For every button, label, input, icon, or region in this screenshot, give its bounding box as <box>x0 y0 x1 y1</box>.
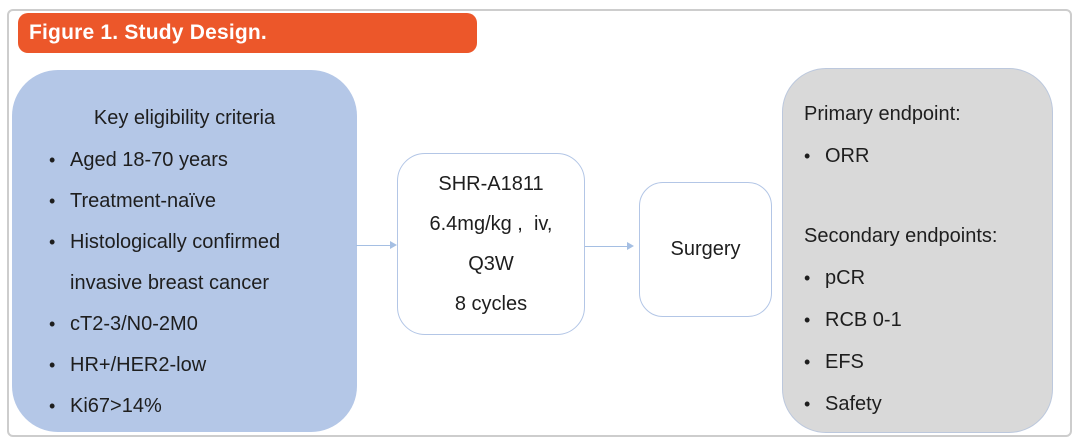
flow-arrow-treatment-to-surgery <box>585 242 634 251</box>
arrow-line <box>585 245 628 247</box>
arrow-head-icon <box>627 242 634 250</box>
eligibility-box: Key eligibility criteria Aged 18-70 year… <box>12 70 357 432</box>
endpoints-spacer <box>804 177 1042 215</box>
secondary-endpoint-list: pCRRCB 0-1EFSSafety <box>804 257 1042 425</box>
primary-endpoint-list: ORR <box>804 135 1042 177</box>
figure-title-banner: Figure 1. Study Design. <box>18 13 477 53</box>
treatment-line: SHR-A1811 <box>438 173 544 195</box>
endpoint-item: EFS <box>804 341 1042 383</box>
treatment-line: Q3W <box>468 253 514 275</box>
endpoint-item: ORR <box>804 135 1042 177</box>
surgery-box: Surgery <box>639 182 772 317</box>
arrow-head-icon <box>390 241 397 249</box>
endpoint-item: pCR <box>804 257 1042 299</box>
eligibility-list: Aged 18-70 yearsTreatment-naïveHistologi… <box>49 140 311 427</box>
treatment-lines: SHR-A1811 6.4mg/kg , iv, Q3W 8 cycles <box>429 164 552 324</box>
eligibility-item: Treatment-naïve <box>49 181 311 222</box>
surgery-label: Surgery <box>670 238 741 260</box>
primary-endpoint-heading: Primary endpoint: <box>804 103 961 125</box>
endpoints-box: Primary endpoint: ORR Secondary endpoint… <box>782 68 1053 433</box>
eligibility-item: Aged 18-70 years <box>49 140 311 181</box>
treatment-box: SHR-A1811 6.4mg/kg , iv, Q3W 8 cycles <box>397 153 585 335</box>
treatment-line: 8 cycles <box>454 293 528 315</box>
eligibility-item: cT2-3/N0-2M0 <box>49 304 311 345</box>
eligibility-item: HR+/HER2-low <box>49 345 311 386</box>
eligibility-heading: Key eligibility criteria <box>93 107 276 129</box>
eligibility-item: Ki67>14% <box>49 386 311 427</box>
arrow-line <box>356 244 391 246</box>
figure-title: Figure 1. Study Design. <box>29 21 267 44</box>
treatment-line: 6.4mg/kg , iv, <box>429 213 553 235</box>
eligibility-item: Histologically confirmed invasive breast… <box>49 222 311 304</box>
endpoint-item: Safety <box>804 383 1042 425</box>
secondary-endpoints-heading: Secondary endpoints: <box>804 225 998 247</box>
flow-arrow-eligibility-to-treatment <box>356 241 397 250</box>
endpoint-item: RCB 0-1 <box>804 299 1042 341</box>
